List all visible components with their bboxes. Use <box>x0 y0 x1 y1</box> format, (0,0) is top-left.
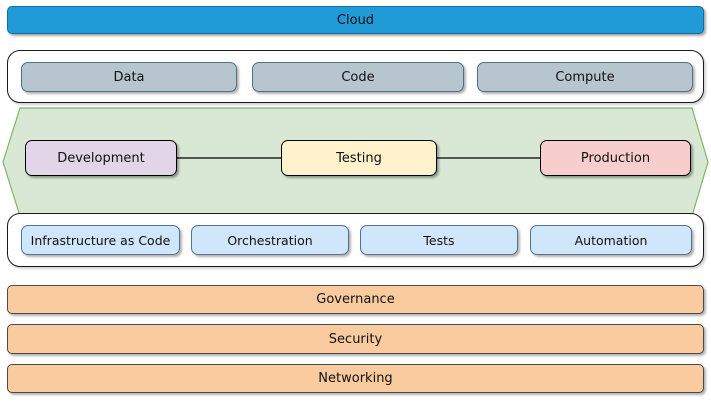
orchestration-node: Orchestration <box>191 225 349 255</box>
networking-layer: Networking <box>7 364 704 393</box>
development-node: Development <box>25 140 177 176</box>
governance-layer: Governance <box>7 285 704 314</box>
automation-node: Automation <box>530 225 692 255</box>
production-node: Production <box>540 140 691 176</box>
compute-node: Compute <box>477 62 693 92</box>
cloud-node: Cloud <box>7 6 704 34</box>
testing-node: Testing <box>281 140 437 176</box>
data-node: Data <box>21 62 237 92</box>
infrastructure-as-code-node: Infrastructure as Code <box>21 225 180 255</box>
security-layer: Security <box>7 324 704 354</box>
tests-node: Tests <box>360 225 518 255</box>
code-node: Code <box>252 62 464 92</box>
